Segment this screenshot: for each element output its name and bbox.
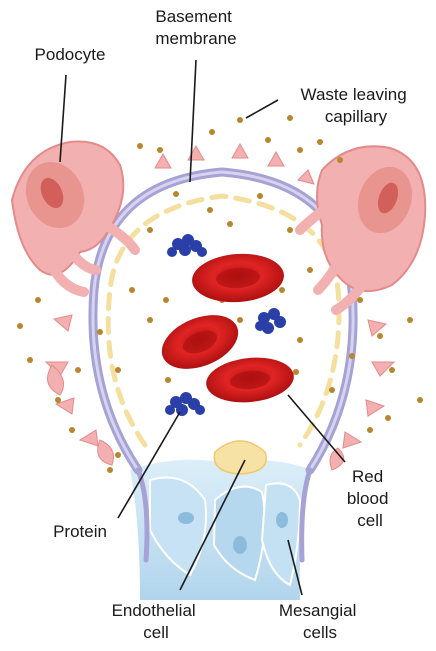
label-protein: Protein [53,522,107,541]
label-endothelial-cell: Endothelial cell [112,601,201,642]
waste-particle [147,317,153,323]
protein-cluster-right [255,308,286,334]
waste-particle [389,367,395,373]
waste-particle [165,377,171,383]
waste-particle [357,297,363,303]
waste-particle [257,193,263,199]
podocyte-right [300,146,425,310]
waste-particle [279,287,285,293]
label-red-blood-cell: Red blood cell [347,467,393,530]
waste-particle [97,329,103,335]
waste-particle [115,452,121,458]
waste-particle [69,427,75,433]
waste-particle [75,367,81,373]
waste-particle [129,287,135,293]
waste-particle [287,227,293,233]
waste-particle [237,117,243,123]
protein-cluster-bottom [165,392,205,416]
waste-particle [55,397,61,403]
waste-particle [329,387,335,393]
waste-particle [157,147,163,153]
waste-particle [137,143,143,149]
waste-particle [417,397,423,403]
waste-particle [163,297,169,303]
red-blood-cell-3 [204,354,296,407]
waste-particle [173,191,179,197]
waste-particle [377,333,383,339]
waste-particle [317,139,323,145]
waste-particle [385,415,391,421]
podocyte-left [12,141,135,292]
waste-particle [17,323,23,329]
waste-particle [337,157,343,163]
waste-particle [237,317,243,323]
label-mesangial-cells: Mesangial cells [279,601,361,642]
waste-particle [27,357,33,363]
waste-particle [227,221,233,227]
waste-particle [407,317,413,323]
waste-particle [35,297,41,303]
waste-particle [297,337,303,343]
waste-particle [115,367,121,373]
protein-cluster-top [167,234,207,257]
waste-particle [265,137,271,143]
red-blood-cell-1 [190,251,285,305]
label-podocyte: Podocyte [35,45,106,64]
waste-particle [349,353,355,359]
waste-particle [209,129,215,135]
waste-particle [293,369,299,375]
waste-particle [367,427,373,433]
label-basement-membrane: Basement membrane [155,7,236,48]
waste-particle [287,115,293,121]
waste-particle [297,147,303,153]
label-waste-leaving-capillary: Waste leaving capillary [301,85,412,126]
waste-particle [147,227,153,233]
waste-particle [307,267,313,273]
waste-particle [207,207,213,213]
mesangial-cells [130,460,312,600]
waste-particle [107,467,113,473]
